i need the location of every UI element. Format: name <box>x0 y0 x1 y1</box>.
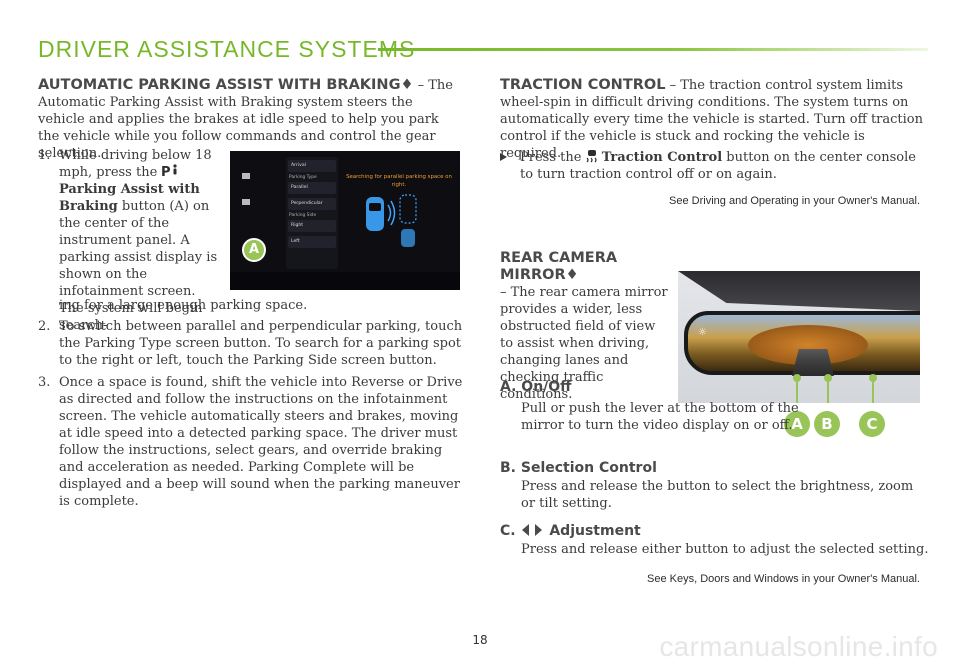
traction-heading: TRACTION CONTROL <box>500 77 666 93</box>
svg-text:P: P <box>161 165 171 178</box>
traction-see-manual: See Driving and Operating in your Owner'… <box>669 195 920 207</box>
leader-dot-b <box>824 374 832 382</box>
traction-intro-text: – The traction control system limits whe… <box>500 78 924 161</box>
watermark: carmanualsonline.info <box>659 631 938 662</box>
brightness-icon: ☼ <box>698 327 707 338</box>
parking-intro: AUTOMATIC PARKING ASSIST WITH BRAKING♦ –… <box>38 77 463 162</box>
step1-text-a: While driving below 18 mph, press the <box>59 148 212 180</box>
traction-control-icon <box>586 150 597 163</box>
parking-step-1: 1. While driving below 18 mph, press the… <box>38 147 223 334</box>
traction-bullet-text-b: button on the center console to turn tra… <box>520 150 916 182</box>
parking-assist-icon: P <box>161 164 178 180</box>
callout-a-parking: A <box>242 238 266 262</box>
parking-assist-display-photo: Arrival Parking Type Parallel Perpendicu… <box>230 151 460 290</box>
traction-intro: TRACTION CONTROL – The traction control … <box>500 77 925 162</box>
left-right-arrows-icon <box>522 524 543 536</box>
callout-c-mirror: C <box>859 411 885 437</box>
leader-line-b <box>827 378 829 403</box>
parking-menu-panel <box>286 157 338 269</box>
perpendicular-button: Perpendicular <box>288 198 336 210</box>
item-desc: Pull or push the lever at the bottom of … <box>521 401 799 433</box>
parking-type-label: Parking Type <box>289 175 317 180</box>
parking-side-label: Parking Side <box>289 213 317 218</box>
rear-camera-mirror-photo: ☼ <box>678 271 920 403</box>
page-number: 18 <box>472 633 488 647</box>
item-title: Adjustment <box>549 523 641 539</box>
mirror-intro-text: – The rear camera mirror provides a wide… <box>500 285 668 402</box>
bullet-arrow-icon <box>500 153 507 161</box>
traction-bullet-text-a: Press the <box>520 150 586 165</box>
step1-text-c: ing for a large enough parking space. <box>59 298 308 313</box>
leader-dot-a <box>793 374 801 382</box>
mirror-mount <box>678 271 920 311</box>
mirror-item-on-off-desc: Pull or push the lever at the bottom of … <box>521 400 811 434</box>
arrival-button: Arrival <box>288 160 336 172</box>
section-header: DRIVER ASSISTANCE SYSTEMS <box>38 36 928 64</box>
step1-bold: Parking Assist with Braking <box>59 182 200 214</box>
mirror-display: ☼ <box>684 311 920 376</box>
leader-line-c <box>872 378 874 403</box>
leader-line-a <box>796 378 798 403</box>
right-button: Right <box>288 220 336 232</box>
left-button: Left <box>288 236 336 248</box>
car-parking-graphic <box>242 173 417 247</box>
callout-a-mirror: A <box>784 411 810 437</box>
mirror-intro: REAR CAMERA MIRROR♦– The rear camera mir… <box>500 250 670 403</box>
callout-b-mirror: B <box>814 411 840 437</box>
infotainment-bottom-bar <box>230 272 460 290</box>
traction-bullet-bold: Traction Control <box>601 150 723 165</box>
item-label: A. <box>500 379 517 395</box>
step3-text: Once a space is found, shift the vehicle… <box>59 375 463 509</box>
step1-text-b: button (A) on the center of the instrume… <box>59 199 218 333</box>
item-title: Selection Control <box>520 460 657 476</box>
parking-heading: AUTOMATIC PARKING ASSIST WITH BRAKING♦ <box>38 77 414 93</box>
step-number: 1. <box>38 148 51 163</box>
step-number: 3. <box>38 375 51 390</box>
parallel-button: Parallel <box>288 182 336 194</box>
item-desc: Press and release either button to adjus… <box>521 542 929 557</box>
section-title: DRIVER ASSISTANCE SYSTEMS <box>38 36 416 62</box>
mirror-item-selection: B. Selection Control Press and release t… <box>500 460 930 512</box>
item-title: On/Off <box>521 379 572 395</box>
item-label: B. <box>500 460 516 476</box>
mirror-item-on-off: A. On/Off <box>500 379 670 395</box>
item-label: C. <box>500 523 516 539</box>
leader-dot-c <box>869 374 877 382</box>
step-number: 2. <box>38 319 51 334</box>
parking-step-3: 3. Once a space is found, shift the vehi… <box>38 374 466 510</box>
mirror-heading: REAR CAMERA MIRROR♦ <box>500 250 618 283</box>
parking-intro-text: – The Automatic Parking Assist with Brak… <box>38 78 453 161</box>
item-desc: Press and release the button to select t… <box>521 479 914 511</box>
step2-text: To switch between parallel and perpendic… <box>59 319 463 368</box>
header-rule <box>378 48 928 51</box>
search-message: Searching for parallel parking space on … <box>346 174 452 188</box>
mirror-item-adjustment: C. Adjustment Press and release either b… <box>500 523 930 558</box>
mirror-see-manual: See Keys, Doors and Windows in your Owne… <box>647 573 920 585</box>
parking-step-2: 2. To switch between parallel and perpen… <box>38 318 466 369</box>
traction-bullet: Press the Traction Control button on the… <box>500 149 925 183</box>
